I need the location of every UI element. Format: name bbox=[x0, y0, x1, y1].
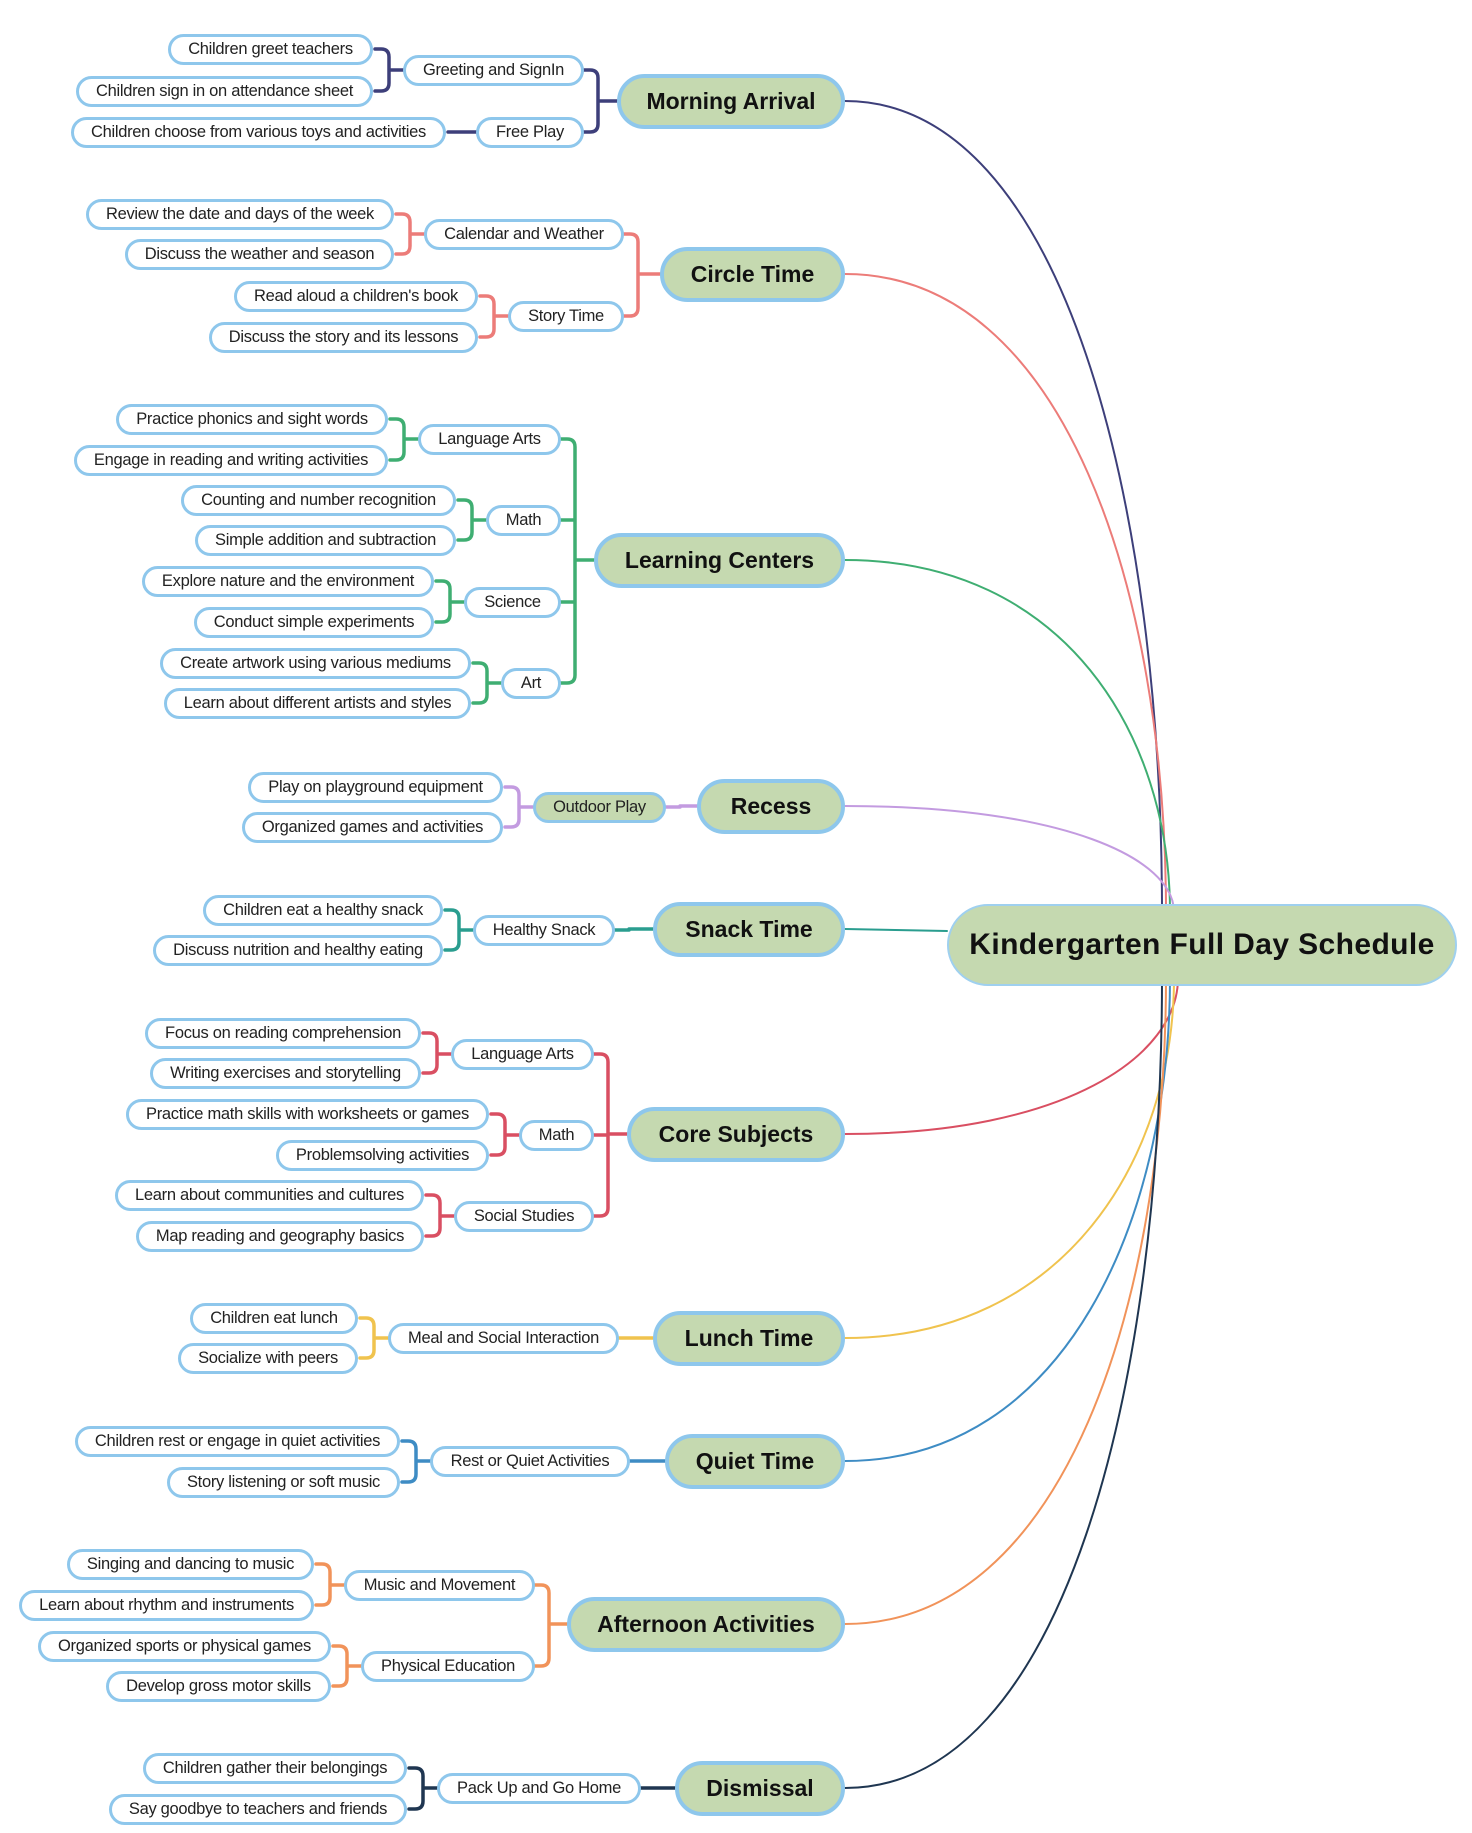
leaf-bracket bbox=[388, 417, 420, 462]
root-connector bbox=[844, 559, 1171, 913]
sub-node[interactable]: Language Arts bbox=[418, 423, 561, 455]
branch-node[interactable]: Morning Arrival bbox=[617, 73, 845, 129]
leaf-node[interactable]: Organized sports or physical games bbox=[38, 1630, 331, 1662]
leaf-node[interactable]: Discuss the weather and season bbox=[125, 238, 394, 270]
leaf-node[interactable]: Story listening or soft music bbox=[167, 1466, 400, 1498]
leaf-bracket bbox=[358, 1316, 390, 1360]
branch-node[interactable]: Quiet Time bbox=[665, 1433, 845, 1489]
root-connector bbox=[844, 977, 1163, 1789]
root-connector bbox=[844, 273, 1167, 913]
sub-node[interactable]: Story Time bbox=[508, 300, 624, 332]
leaf-bracket bbox=[489, 1112, 521, 1157]
leaf-node[interactable]: Socialize with peers bbox=[178, 1342, 358, 1374]
leaf-node[interactable]: Practice phonics and sight words bbox=[116, 403, 388, 435]
leaf-node[interactable]: Children rest or engage in quiet activit… bbox=[75, 1425, 400, 1457]
leaf-node[interactable]: Problemsolving activities bbox=[276, 1139, 489, 1171]
leaf-bracket bbox=[503, 785, 535, 829]
sub-node[interactable]: Physical Education bbox=[361, 1650, 535, 1682]
sub-node[interactable]: Math bbox=[486, 504, 561, 536]
leaf-bracket bbox=[407, 1766, 439, 1811]
leaf-node[interactable]: Children choose from various toys and ac… bbox=[71, 116, 446, 148]
leaf-bracket bbox=[421, 1031, 453, 1075]
leaf-node[interactable]: Children eat a healthy snack bbox=[203, 894, 443, 926]
root-connector bbox=[844, 100, 1163, 913]
leaf-bracket bbox=[373, 47, 405, 93]
branch-node[interactable]: Lunch Time bbox=[653, 1310, 845, 1366]
branch-node[interactable]: Learning Centers bbox=[594, 532, 845, 588]
branch-node[interactable]: Recess bbox=[697, 778, 845, 834]
leaf-bracket bbox=[314, 1562, 346, 1607]
branch-node[interactable]: Afternoon Activities bbox=[567, 1596, 845, 1652]
leaf-node[interactable]: Say goodbye to teachers and friends bbox=[109, 1793, 407, 1825]
leaf-node[interactable]: Map reading and geography basics bbox=[136, 1220, 424, 1252]
branch-node[interactable]: Snack Time bbox=[653, 901, 845, 957]
branch-node[interactable]: Circle Time bbox=[660, 246, 845, 302]
sub-node[interactable]: Greeting and SignIn bbox=[403, 54, 584, 86]
branch-node[interactable]: Dismissal bbox=[675, 1760, 845, 1816]
sub-node[interactable]: Math bbox=[519, 1119, 594, 1151]
leaf-node[interactable]: Explore nature and the environment bbox=[142, 565, 434, 597]
sub-bracket bbox=[622, 232, 662, 318]
leaf-bracket bbox=[471, 661, 503, 705]
leaf-node[interactable]: Engage in reading and writing activities bbox=[74, 444, 388, 476]
leaf-bracket bbox=[400, 1439, 432, 1484]
leaf-bracket bbox=[331, 1644, 363, 1688]
leaf-node[interactable]: Play on playground equipment bbox=[248, 771, 503, 803]
sub-bracket bbox=[582, 68, 619, 134]
leaf-node[interactable]: Children eat lunch bbox=[190, 1302, 358, 1334]
leaf-bracket bbox=[434, 579, 466, 624]
branch-node[interactable]: Core Subjects bbox=[627, 1106, 845, 1162]
sub-node[interactable]: Language Arts bbox=[451, 1038, 594, 1070]
leaf-node[interactable]: Counting and number recognition bbox=[181, 484, 456, 516]
leaf-node[interactable]: Focus on reading comprehension bbox=[145, 1017, 421, 1049]
leaf-node[interactable]: Discuss the story and its lessons bbox=[209, 321, 478, 353]
sub-node[interactable]: Free Play bbox=[476, 116, 584, 148]
leaf-node[interactable]: Create artwork using various mediums bbox=[160, 647, 471, 679]
sub-node[interactable]: Pack Up and Go Home bbox=[437, 1772, 641, 1804]
leaf-node[interactable]: Discuss nutrition and healthy eating bbox=[153, 934, 443, 966]
sub-node[interactable]: Art bbox=[501, 667, 561, 699]
sub-node[interactable]: Meal and Social Interaction bbox=[388, 1322, 619, 1354]
leaf-bracket bbox=[394, 212, 426, 256]
sub-node[interactable]: Music and Movement bbox=[344, 1569, 535, 1601]
root-connector bbox=[844, 977, 1167, 1625]
root-connector bbox=[844, 928, 948, 932]
leaf-node[interactable]: Learn about rhythm and instruments bbox=[19, 1589, 314, 1621]
leaf-node[interactable]: Review the date and days of the week bbox=[86, 198, 394, 230]
leaf-node[interactable]: Practice math skills with worksheets or … bbox=[126, 1098, 489, 1130]
leaf-node[interactable]: Learn about communities and cultures bbox=[115, 1179, 424, 1211]
leaf-node[interactable]: Writing exercises and storytelling bbox=[150, 1057, 421, 1089]
sub-bracket bbox=[533, 1583, 569, 1668]
root-connector bbox=[844, 805, 1175, 913]
leaf-bracket bbox=[424, 1193, 456, 1238]
sub-node[interactable]: Healthy Snack bbox=[473, 914, 615, 946]
leaf-node[interactable]: Organized games and activities bbox=[242, 811, 503, 843]
root-node[interactable]: Kindergarten Full Day Schedule bbox=[947, 904, 1457, 986]
sub-bracket bbox=[613, 927, 655, 932]
root-connector bbox=[844, 977, 1179, 1135]
sub-bracket bbox=[592, 1052, 629, 1218]
leaf-node[interactable]: Develop gross motor skills bbox=[106, 1670, 331, 1702]
leaf-bracket bbox=[478, 294, 510, 339]
leaf-node[interactable]: Children gather their belongings bbox=[143, 1752, 407, 1784]
sub-node[interactable]: Calendar and Weather bbox=[424, 218, 624, 250]
root-connector bbox=[844, 977, 1175, 1339]
sub-node[interactable]: Science bbox=[464, 586, 561, 618]
leaf-node[interactable]: Simple addition and subtraction bbox=[195, 524, 456, 556]
root-connector bbox=[844, 977, 1171, 1462]
leaf-node[interactable]: Children sign in on attendance sheet bbox=[76, 75, 373, 107]
sub-bracket bbox=[664, 804, 699, 809]
leaf-bracket bbox=[443, 908, 475, 952]
leaf-node[interactable]: Singing and dancing to music bbox=[67, 1548, 314, 1580]
sub-bracket bbox=[559, 437, 596, 685]
leaf-node[interactable]: Conduct simple experiments bbox=[194, 606, 434, 638]
sub-node[interactable]: Social Studies bbox=[454, 1200, 594, 1232]
leaf-bracket bbox=[456, 498, 488, 542]
sub-node[interactable]: Rest or Quiet Activities bbox=[430, 1445, 630, 1477]
leaf-node[interactable]: Read aloud a children's book bbox=[234, 280, 478, 312]
leaf-node[interactable]: Learn about different artists and styles bbox=[164, 687, 471, 719]
sub-node[interactable]: Outdoor Play bbox=[533, 791, 666, 823]
leaf-node[interactable]: Children greet teachers bbox=[168, 33, 373, 65]
